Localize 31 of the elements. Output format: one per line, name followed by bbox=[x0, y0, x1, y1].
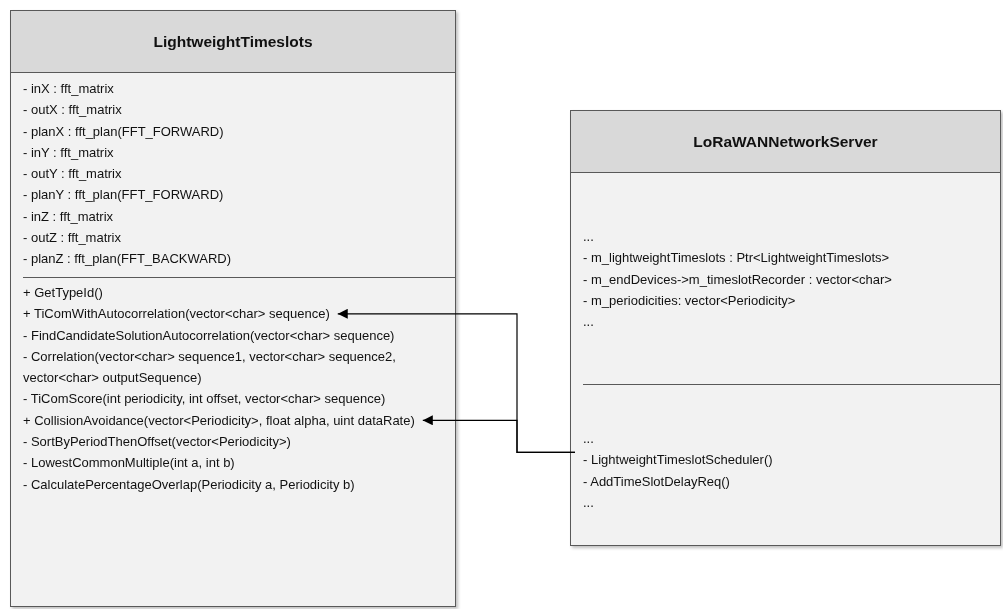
member-text: + CollisionAvoidance(vector<Periodicity>, float alpha, uint dataRate) bbox=[23, 409, 415, 432]
member-text: - FindCandidateSolutionAutocorrelation(vector<char> sequence) bbox=[23, 324, 395, 346]
member-text: ... bbox=[583, 491, 594, 514]
member-text: - planY : fft_plan(FFT_FORWARD) bbox=[23, 184, 224, 206]
class-name: LightweightTimeslots bbox=[153, 32, 313, 51]
member-text: - planZ : fft_plan(FFT_BACKWARD) bbox=[23, 248, 232, 270]
member-text: - planX : fft_plan(FFT_FORWARD) bbox=[23, 120, 224, 142]
member-text: - m_lightweightTimeslots : Ptr<LightweightTimeslots> bbox=[583, 247, 890, 269]
member-text: - LightweightTimeslotScheduler() bbox=[583, 449, 773, 471]
class-box bbox=[570, 110, 1001, 546]
member-text: - m_periodicities: vector<Periodicity> bbox=[583, 289, 796, 312]
member-text: - outY : fft_matrix bbox=[23, 163, 122, 185]
member-text: - outZ : fft_matrix bbox=[23, 227, 121, 249]
member-text: + GetTypeId() bbox=[23, 282, 103, 304]
member-text: - CalculatePercentageOverlap(Periodicity a, Periodicity b) bbox=[23, 473, 355, 495]
member-text: + TiComWithAutocorrelation(vector<char> sequence) bbox=[23, 303, 330, 325]
member-text: - inY : fft_matrix bbox=[23, 141, 114, 164]
member-text: - SortByPeriodThenOffset(vector<Periodicity>) bbox=[23, 431, 291, 453]
member-text: ... bbox=[583, 226, 594, 248]
member-text: - inX : fft_matrix bbox=[23, 78, 114, 100]
member-text: ... bbox=[583, 428, 594, 450]
member-text: - LowestCommonMultiple(int a, int b) bbox=[23, 452, 235, 474]
member-text: - TiComScore(int periodicity, int offset, vector<char> sequence) bbox=[23, 388, 386, 410]
member-text: - outX : fft_matrix bbox=[23, 99, 122, 121]
member-text: ... bbox=[583, 311, 594, 333]
member-text: - inZ : fft_matrix bbox=[23, 205, 114, 228]
class-name: LoRaWANNetworkServer bbox=[693, 132, 878, 151]
member-text: - AddTimeSlotDelayReq() bbox=[583, 470, 730, 492]
class-box bbox=[10, 10, 456, 607]
member-text: - m_endDevices->m_timeslotRecorder : vector<char> bbox=[583, 268, 892, 290]
member-text: - Correlation(vector<char> sequence1, vector<char> sequence2, vector<char> outputSequence) bbox=[23, 345, 443, 389]
